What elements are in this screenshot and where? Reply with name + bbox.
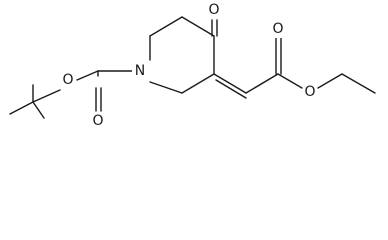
bond-tbu-methyl-right <box>32 101 45 119</box>
ring-nitrogen-label: N <box>135 63 145 79</box>
ester-oxygen-double-atom: O <box>271 20 285 38</box>
bond-ester-to-oxygen <box>277 73 303 89</box>
bond-ring-c5-c6 <box>181 73 215 94</box>
bond-oxygen-to-carbonyl <box>76 70 99 81</box>
ketone-oxygen-label: O <box>208 2 219 18</box>
ester-oxygen-single-atom: O <box>303 83 317 101</box>
ester-oxygen-single-label: O <box>304 84 315 100</box>
bond-oxygen-to-ethyl <box>317 73 343 89</box>
ketone-oxygen-mask <box>207 1 221 19</box>
carbamate-oxygen-single-label: O <box>62 72 73 88</box>
chemical-structure: O O N O O O <box>9 1 376 130</box>
carbamate-oxygen-double-mask <box>91 112 105 130</box>
bond-tbu-methyl-left <box>9 101 34 115</box>
carbamate-oxygen-double-label: O <box>92 113 103 129</box>
ring-nitrogen-mask <box>132 61 148 81</box>
bond-alkene-double-a <box>213 73 247 94</box>
bond-alkene-double-b <box>215 79 247 99</box>
ring-nitrogen-atom: N <box>132 61 148 81</box>
bond-layer <box>9 16 376 119</box>
bond-ring-c6-n <box>149 81 183 94</box>
bond-ring-c3-c4 <box>181 16 215 37</box>
bond-alkene-to-carbonyl <box>245 73 279 94</box>
ketone-oxygen-atom: O <box>207 1 221 19</box>
ester-oxygen-single-mask <box>303 83 317 101</box>
ester-oxygen-double-label: O <box>272 21 283 37</box>
atom-label-layer: O O N O O O <box>61 1 317 130</box>
bond-ring-c2-c3 <box>149 16 183 37</box>
carbamate-oxygen-single-atom: O <box>61 71 75 89</box>
ester-oxygen-double-mask <box>271 20 285 38</box>
carbamate-oxygen-double-atom: O <box>91 112 105 130</box>
carbamate-oxygen-single-mask <box>61 71 75 89</box>
bond-ethyl-terminal <box>341 73 376 94</box>
bond-tbu-to-oxygen <box>32 89 61 103</box>
